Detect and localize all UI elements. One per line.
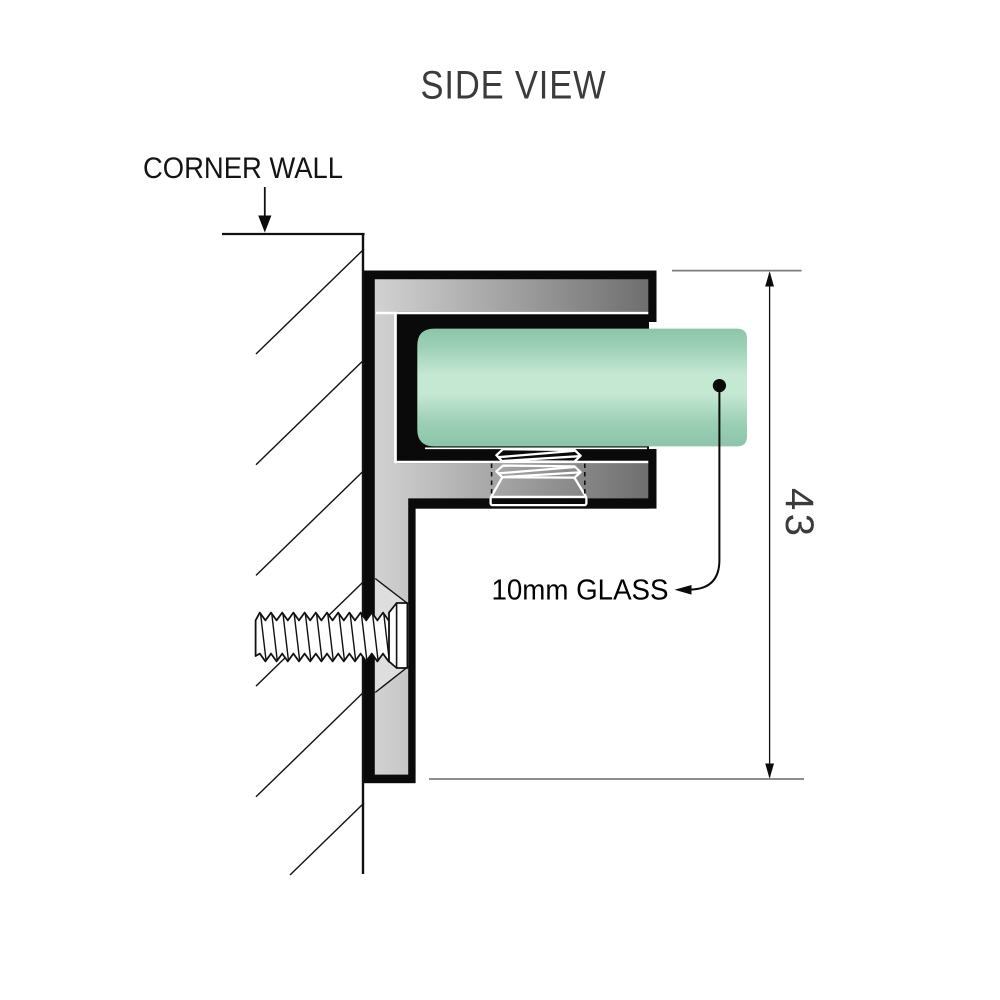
screw-thread-crests <box>259 613 390 661</box>
hatch-line <box>255 691 365 798</box>
corner-wall-label: CORNER WALL <box>143 152 343 185</box>
grub-screw <box>489 448 588 507</box>
grub-thread-1-crests <box>497 449 581 463</box>
leader-dot <box>712 379 727 393</box>
corner-wall-lines <box>222 232 365 874</box>
page-title: SIDE VIEW <box>421 64 607 108</box>
hatch-line <box>255 469 365 576</box>
labels: SIDE VIEW CORNER WALL 10mm GLASS <box>143 64 669 607</box>
screw-shank <box>254 611 391 663</box>
wall-screw <box>254 602 409 669</box>
hatch-line <box>255 248 365 355</box>
screw-head <box>388 602 409 669</box>
bracket-metal-body <box>374 279 649 775</box>
left-arrow-icon <box>674 585 692 595</box>
grub-hidden-hole <box>490 463 586 497</box>
glass-leader <box>674 379 727 595</box>
grub-base <box>489 495 588 507</box>
down-arrow-icon <box>765 763 774 779</box>
hatch-line <box>255 359 365 466</box>
countersink-edges <box>374 577 409 694</box>
grub-thread-2-crests <box>497 465 581 479</box>
up-arrow-icon <box>765 271 774 287</box>
grub-cup-sides <box>490 476 588 498</box>
corner-wall-pointer <box>258 187 272 233</box>
down-arrow-icon <box>258 215 272 233</box>
glass-label: 10mm GLASS <box>492 575 669 607</box>
glass-body <box>417 328 747 447</box>
hatch-line <box>289 802 365 876</box>
glass-panel <box>417 328 747 450</box>
